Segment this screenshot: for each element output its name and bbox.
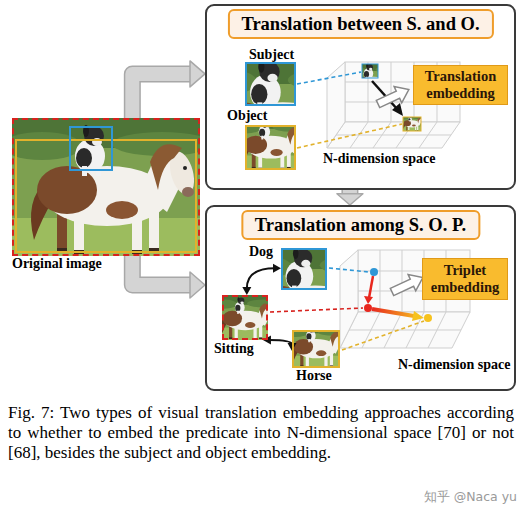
arrow-outline	[132, 256, 191, 285]
panel-title: Translation between S. and O.	[227, 9, 493, 39]
flow-arrow	[337, 190, 363, 205]
subject-thumb: Subject	[245, 62, 296, 106]
image-label: Object	[227, 108, 267, 124]
figure-caption: Fig. 7: Two types of visual translation …	[8, 403, 514, 463]
arrow-head	[190, 272, 205, 298]
subject-thumb: Dog	[281, 248, 327, 290]
image-label: Original image	[12, 256, 102, 272]
object-thumb: Object	[245, 125, 296, 170]
image-frame: Original image	[12, 118, 200, 256]
arrow-outline	[132, 74, 191, 118]
predicate-thumb: Sitting	[222, 295, 268, 340]
panel-title: Translation among S. O. P.	[241, 210, 480, 240]
embedding-box: Translation embedding	[413, 65, 508, 105]
arrow-head	[190, 61, 205, 87]
image-label: Sitting	[214, 341, 254, 357]
arrow-head	[242, 287, 251, 295]
embedding-label: Triplet embedding	[423, 262, 507, 296]
flow-arrow	[132, 61, 205, 118]
arrow-body	[132, 74, 191, 118]
embedding-label: Translation embedding	[414, 68, 507, 102]
axis-label: N-dimension space	[323, 151, 435, 167]
arrow-head	[337, 194, 363, 205]
image-label: Subject	[249, 47, 294, 63]
arrow-line	[247, 268, 275, 288]
embedding-box: Triplet embedding	[422, 258, 508, 300]
object-thumb: Horse	[292, 330, 340, 368]
watermark: 知乎 @Naca yu	[424, 489, 517, 506]
arrow-body	[132, 256, 191, 285]
image-label: Dog	[249, 244, 273, 260]
image-label: Horse	[296, 368, 332, 384]
arrow-head	[273, 264, 281, 273]
relation-arrow	[242, 264, 281, 295]
flow-arrow	[132, 256, 205, 298]
axis-label: N-dimension space	[398, 357, 510, 373]
